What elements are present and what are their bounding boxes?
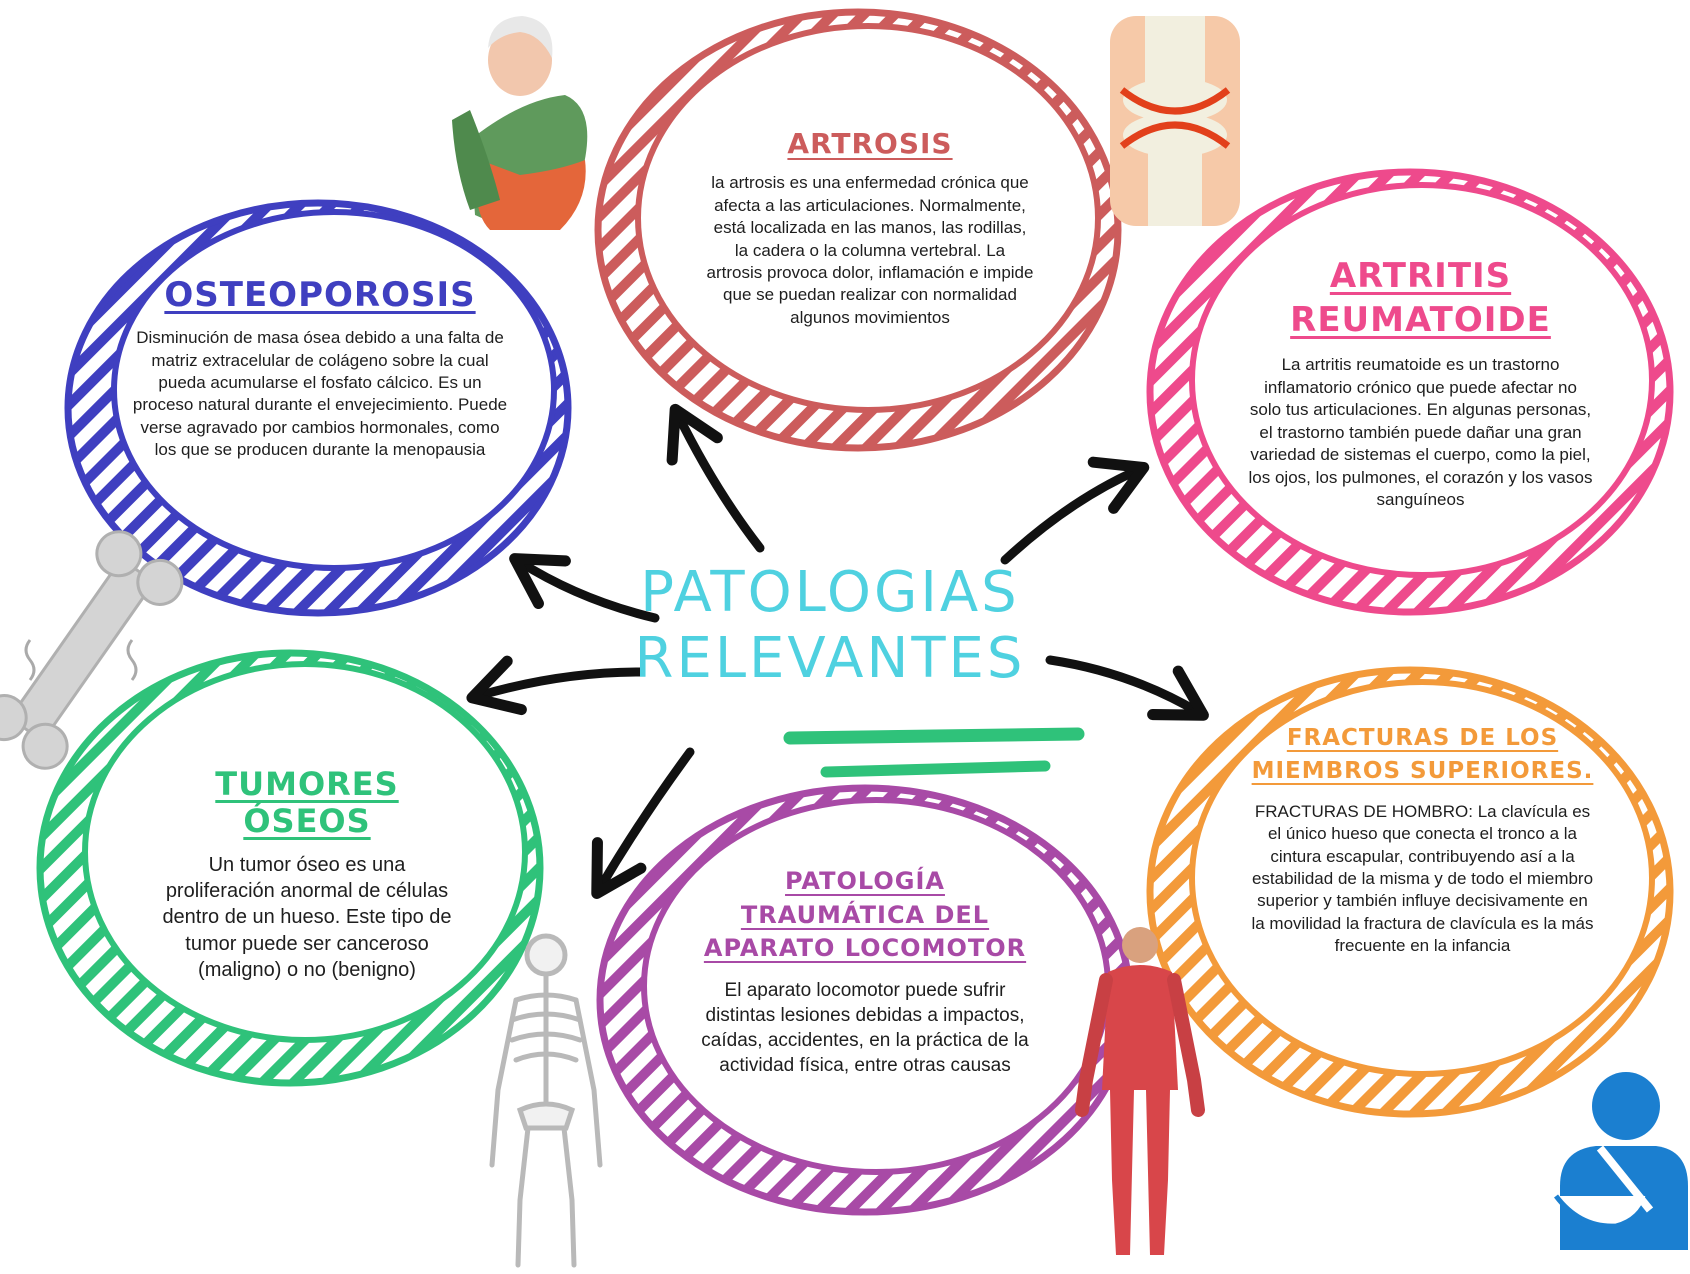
knee-joint-illustration [1110,16,1240,226]
elderly-woman-illustration [452,16,588,230]
arrow-to-artrosis [666,403,765,553]
node-osteoporosis: OSTEOPOROSIS Disminución de masa ósea de… [130,275,510,462]
center-accent-underline [783,727,1085,778]
bone-illustration [0,530,184,770]
node-osteoporosis-body: Disminución de masa ósea debido a una fa… [132,328,508,460]
tumores-circle [36,649,544,1087]
node-artrosis-title: ARTROSIS [787,127,953,160]
osteoporosis-circle [64,199,572,617]
fracturas-circle [1146,666,1674,1118]
arrow-to-osteoporosis [509,553,660,623]
node-artritis: ARTRITIS REUMATOIDE La artritis reumatoi… [1248,254,1593,511]
central-topic-line-2: RELEVANTES [634,626,1026,692]
arrow-to-artritis [1000,456,1150,565]
node-osteoporosis-title: OSTEOPOROSIS [164,275,476,315]
connector-arrows [466,403,1209,899]
artritis-circle [1146,168,1674,616]
muscle-anatomy-illustration [1075,927,1205,1255]
node-artritis-body: La artritis reumatoide es un trastorno i… [1248,355,1593,509]
arrow-to-fracturas [1045,655,1209,721]
node-traumatica: PATOLOGÍA TRAUMÁTICA DEL APARATO LOCOMOT… [700,865,1030,1078]
node-artritis-title: ARTRITIS REUMATOIDE [1290,256,1551,341]
arrow-to-traumatica [591,747,695,899]
arm-sling-icon [1554,1072,1688,1250]
central-topic-line-1: PATOLOGIAS [640,560,1020,625]
node-traumatica-title: PATOLOGÍA TRAUMÁTICA DEL APARATO LOCOMOT… [703,867,1027,963]
traumatica-circle [596,784,1134,1216]
artrosis-circle [594,8,1122,452]
node-traumatica-body: El aparato locomotor puede sufrir distin… [701,979,1029,1077]
central-topic-title: PATOLOGIAS RELEVANTES [600,560,1060,692]
arrow-to-tumores [466,655,645,716]
node-fracturas-body: FRACTURAS DE HOMBRO: La clavícula es el … [1251,801,1594,956]
node-fracturas: FRACTURAS DE LOS MIEMBROS SUPERIORES. FR… [1250,722,1595,958]
node-fracturas-title: FRACTURAS DE LOS MIEMBROS SUPERIORES. [1251,725,1594,785]
node-tumores: TUMORES ÓSEOS Un tumor óseo es una proli… [152,766,462,984]
skeleton-illustration [489,933,603,1268]
node-tumores-body: Un tumor óseo es una proliferación anorm… [162,853,452,982]
node-artrosis-body: la artrosis es una enfermedad crónica qu… [706,173,1034,327]
node-artrosis: ARTROSIS la artrosis es una enfermedad c… [705,127,1035,329]
node-tumores-title: TUMORES ÓSEOS [215,765,399,840]
